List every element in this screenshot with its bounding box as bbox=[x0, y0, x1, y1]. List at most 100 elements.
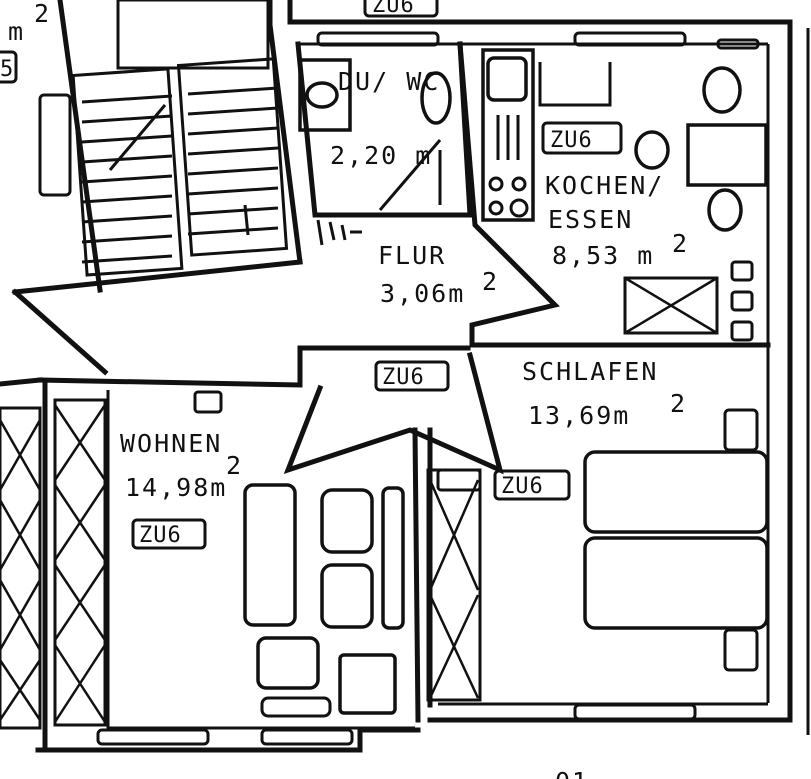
wc-vent bbox=[316, 219, 362, 246]
wall-partition bbox=[412, 427, 421, 723]
kitchen-counter bbox=[481, 48, 535, 222]
window-bedroom bbox=[573, 703, 697, 721]
wall-stair-left bbox=[57, 0, 103, 293]
window-kitchen bbox=[573, 31, 687, 47]
stair-direction-arrow-2 bbox=[243, 204, 250, 236]
stair-right-run bbox=[176, 57, 289, 257]
armchair-top bbox=[320, 488, 374, 554]
living-furniture bbox=[193, 390, 405, 718]
room-area-wc: 2,20 m bbox=[330, 141, 432, 170]
zug-badge-bedroom-frame bbox=[493, 469, 571, 501]
sofa bbox=[243, 483, 297, 627]
room-name-wc: DU/ WC bbox=[338, 67, 440, 96]
stair-tread bbox=[81, 154, 173, 164]
wall-kitchen-west bbox=[457, 41, 771, 348]
kitchen-chair-bottom bbox=[707, 188, 743, 232]
wall-hall-left bbox=[12, 259, 303, 295]
edge-unit-top-left: m bbox=[8, 17, 25, 46]
room-area-kochen-sup: 2 bbox=[672, 229, 689, 258]
wardrobe-living-x bbox=[53, 404, 107, 723]
wardrobe-bedroom-x bbox=[428, 479, 480, 699]
kitchen-shelf-2 bbox=[730, 290, 754, 312]
zug-badges: ZU6 ZU6 ZU6 ZU6 ZU6 bbox=[131, 0, 623, 550]
room-area-wohnen: 14,98m bbox=[125, 473, 227, 502]
kitchen-shelf-3 bbox=[730, 320, 754, 342]
edge-label-bottom: 01 bbox=[555, 767, 589, 779]
stair-tread bbox=[187, 226, 279, 236]
stair-box-top bbox=[116, 0, 270, 70]
wardrobe-left-neighbour-x bbox=[0, 419, 42, 721]
room-area-flur-sup: 2 bbox=[482, 267, 499, 296]
stair-left-run bbox=[71, 67, 184, 277]
wall-bottom bbox=[35, 727, 421, 753]
stair-steps bbox=[81, 86, 279, 264]
zug-badge-flur: ZU6 bbox=[382, 365, 425, 390]
kitchen-drainer bbox=[496, 115, 520, 160]
living-step bbox=[260, 696, 332, 718]
room-name-schlafen: SCHLAFEN bbox=[522, 357, 658, 386]
wc-fixtures bbox=[298, 58, 452, 246]
zug-badge-living-frame bbox=[131, 518, 207, 550]
zug-badge-bedroom: ZU6 bbox=[501, 474, 544, 499]
edge-unit-top-left-sup: 2 bbox=[34, 0, 51, 28]
wall-neighbour bbox=[0, 377, 43, 387]
edge-badge-left-frame bbox=[0, 50, 18, 84]
nightstand-top bbox=[723, 408, 759, 452]
stair-tread bbox=[187, 86, 279, 96]
stair-tread bbox=[187, 166, 279, 176]
kitchen-fixtures bbox=[481, 48, 768, 342]
stair-tread bbox=[187, 206, 279, 216]
stair-tread bbox=[81, 194, 173, 204]
room-area-schlafen-sup: 2 bbox=[670, 389, 687, 418]
kitchen-wall-cabinet bbox=[538, 62, 612, 107]
edge-badge-left: 5 bbox=[0, 57, 14, 82]
bed-top bbox=[583, 450, 769, 534]
room-area-wohnen-sup: 2 bbox=[226, 451, 243, 480]
stair-tread bbox=[187, 186, 279, 196]
room-name-wohnen: WOHNEN bbox=[120, 429, 222, 458]
room-name-kochen-1: KOCHEN/ bbox=[545, 171, 664, 200]
kitchen-table bbox=[686, 123, 768, 187]
kitchen-x-cabinet bbox=[623, 276, 719, 335]
stair-tread bbox=[187, 146, 279, 156]
stair-tread bbox=[81, 94, 173, 104]
window-living bbox=[96, 728, 210, 746]
stove-ring-3 bbox=[488, 200, 504, 216]
wall-flur-wedge bbox=[283, 351, 504, 475]
room-name-flur: FLUR bbox=[378, 241, 446, 270]
radiator-left bbox=[38, 93, 72, 197]
side-cabinet bbox=[381, 486, 405, 630]
bed-bottom bbox=[583, 536, 769, 630]
toilet-bowl bbox=[305, 81, 339, 109]
stove-ring-2 bbox=[511, 176, 527, 192]
living-radiator bbox=[193, 390, 223, 414]
window-wc bbox=[316, 31, 440, 47]
wall-hall-diag bbox=[11, 288, 109, 376]
zug-badge-flur-frame bbox=[374, 360, 450, 392]
stove-ring-4 bbox=[509, 198, 529, 218]
stair-tread bbox=[81, 114, 173, 124]
stair-tread bbox=[187, 106, 279, 116]
wardrobe-living bbox=[53, 398, 107, 727]
kitchen-sink bbox=[486, 56, 528, 102]
zug-badge-kitchen: ZU6 bbox=[550, 128, 593, 153]
nightstand-bottom bbox=[723, 628, 759, 672]
bedroom-furniture bbox=[436, 408, 769, 672]
stair-tread bbox=[81, 254, 173, 264]
wall-living-top bbox=[37, 345, 471, 388]
zug-badge-top-frame bbox=[363, 0, 439, 18]
kitchen-chair-left bbox=[634, 130, 670, 170]
zug-badge-top: ZU6 bbox=[372, 0, 415, 18]
stair-tread bbox=[81, 134, 173, 144]
room-area-schlafen: 13,69m bbox=[528, 401, 630, 430]
kitchen-shelf-1 bbox=[730, 260, 754, 282]
kitchen-chair-top bbox=[702, 66, 742, 114]
wall-top bbox=[287, 0, 793, 722]
stair-tread bbox=[81, 234, 173, 244]
room-area-flur: 3,06m bbox=[380, 279, 465, 308]
desk bbox=[338, 653, 397, 715]
armchair-bottom bbox=[320, 563, 374, 629]
walls bbox=[0, 0, 810, 753]
wall-stair-right bbox=[267, 0, 303, 265]
